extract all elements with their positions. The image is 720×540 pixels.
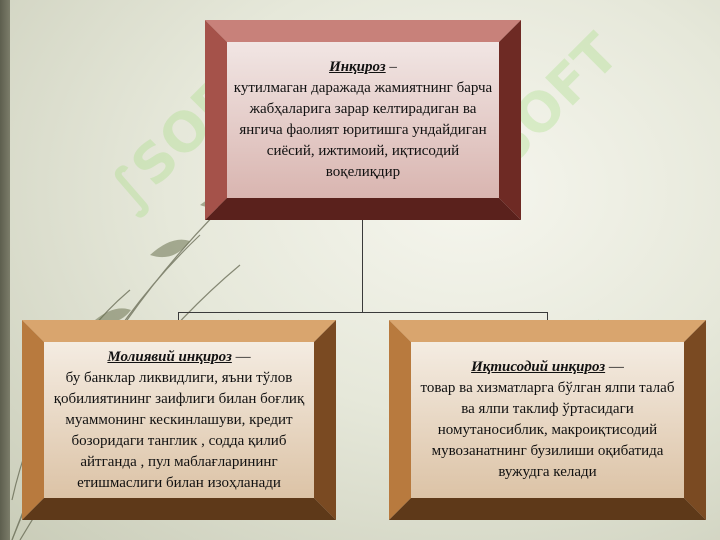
child-node-financial-face: Молиявий инқироз — бу банклар ликвидлиги…: [44, 342, 314, 498]
root-node-face: Инқироз – кутилмаган даражада жамиятнинг…: [227, 42, 499, 198]
financial-description: бу банклар ликвидлиги, яъни тўлов қобили…: [53, 369, 305, 491]
child-node-economic-frame: [389, 320, 706, 520]
economic-term: Иқтисодий инқироз: [471, 359, 606, 375]
root-term: Инқироз: [329, 59, 386, 75]
financial-dash: —: [231, 348, 251, 365]
root-node: Инқироз – кутилмаган даражада жамиятнинг…: [205, 20, 521, 220]
connector-left-drop: [178, 312, 179, 322]
root-dash: –: [385, 59, 397, 75]
economic-description: товар ва хизматларга бўлган ялпи талаб в…: [420, 380, 675, 480]
connector-root-down: [362, 220, 363, 312]
financial-term: Молиявий инқироз: [107, 348, 232, 365]
connector-horizontal: [178, 312, 548, 313]
child-node-economic: Иқтисодий инқироз — товар ва хизматларга…: [389, 320, 706, 520]
child-node-financial-frame: [22, 320, 336, 520]
root-description: кутилмаган даражада жамиятнинг барча жаб…: [233, 80, 493, 180]
economic-dash: —: [605, 359, 624, 375]
connector-right-drop: [547, 312, 548, 322]
child-node-economic-face: Иқтисодий инқироз — товар ва хизматларга…: [411, 342, 684, 498]
child-node-financial: Молиявий инқироз — бу банклар ликвидлиги…: [22, 320, 336, 520]
root-node-frame: [205, 20, 521, 220]
left-accent-bar: [0, 0, 10, 540]
